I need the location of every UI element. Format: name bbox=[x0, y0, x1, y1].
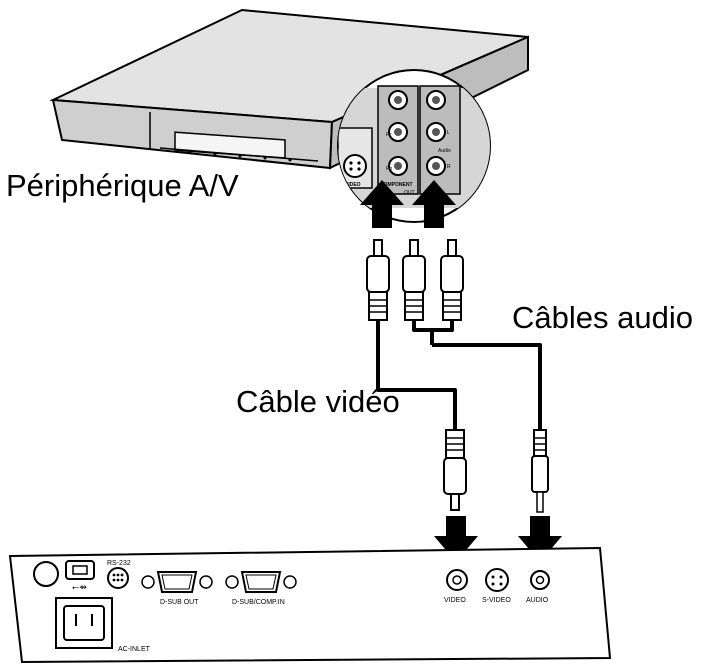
mini-jack-plug-audio bbox=[531, 429, 549, 513]
up-arrow-audio bbox=[412, 180, 456, 228]
usb-icon: ⭠⇴ bbox=[72, 582, 87, 592]
svideo-jack bbox=[485, 568, 509, 592]
label-svideo-port: S-VIDEO bbox=[482, 597, 511, 604]
down-arrow-video bbox=[434, 516, 478, 562]
label-pr: Pr bbox=[386, 132, 391, 138]
video-cable bbox=[376, 320, 457, 430]
label-audio-small: Audio bbox=[438, 148, 451, 154]
label-pb: Pb bbox=[386, 166, 392, 172]
rca-plug-video-upper bbox=[366, 239, 390, 321]
label-rs232: RS-232 bbox=[107, 560, 131, 567]
label-component: COMPONENT bbox=[380, 182, 413, 188]
label-l: L bbox=[447, 130, 450, 136]
label-r: R bbox=[447, 164, 451, 170]
label-ac-inlet: AC-INLET bbox=[118, 646, 151, 653]
down-arrow-audio bbox=[518, 516, 562, 562]
label-dsub-out: D-SUB OUT bbox=[160, 599, 199, 606]
av-device-button-strip bbox=[159, 147, 319, 162]
projector-rear-panel: ⭠⇴ RS-232 D-SUB OUT D-SUB/COMP.IN AC-INL… bbox=[8, 546, 612, 664]
label-audio-port: AUDIO bbox=[526, 597, 549, 604]
label-svideo-av: S-VIDEO bbox=[340, 182, 361, 188]
rca-plug-audio-r-upper bbox=[440, 239, 464, 321]
rca-plug-video-lower bbox=[443, 429, 467, 511]
label-audio-cables: Câbles audio bbox=[512, 300, 693, 335]
audio-cable-l bbox=[412, 320, 434, 345]
dsub-out-port bbox=[141, 571, 213, 593]
av-rear-panel-zoom: Pr Pb L Audio R S-VIDEO COMPONENT OUT bbox=[337, 69, 491, 223]
label-video-cable: Câble vidéo bbox=[236, 384, 400, 419]
rca-plug-audio-l-upper bbox=[402, 239, 426, 321]
label-av-device: Périphérique A/V bbox=[6, 168, 239, 203]
up-arrow-video bbox=[360, 180, 404, 228]
kensington-lock bbox=[33, 561, 59, 587]
label-out: OUT bbox=[404, 190, 415, 196]
rs232-port bbox=[107, 567, 129, 589]
label-video-port: VIDEO bbox=[444, 597, 466, 604]
label-dsub-comp-in: D-SUB/COMP.IN bbox=[232, 599, 285, 606]
dsub-comp-in-port bbox=[225, 571, 297, 593]
audio-cable-main bbox=[432, 343, 542, 430]
audio-cable-r bbox=[432, 320, 454, 332]
